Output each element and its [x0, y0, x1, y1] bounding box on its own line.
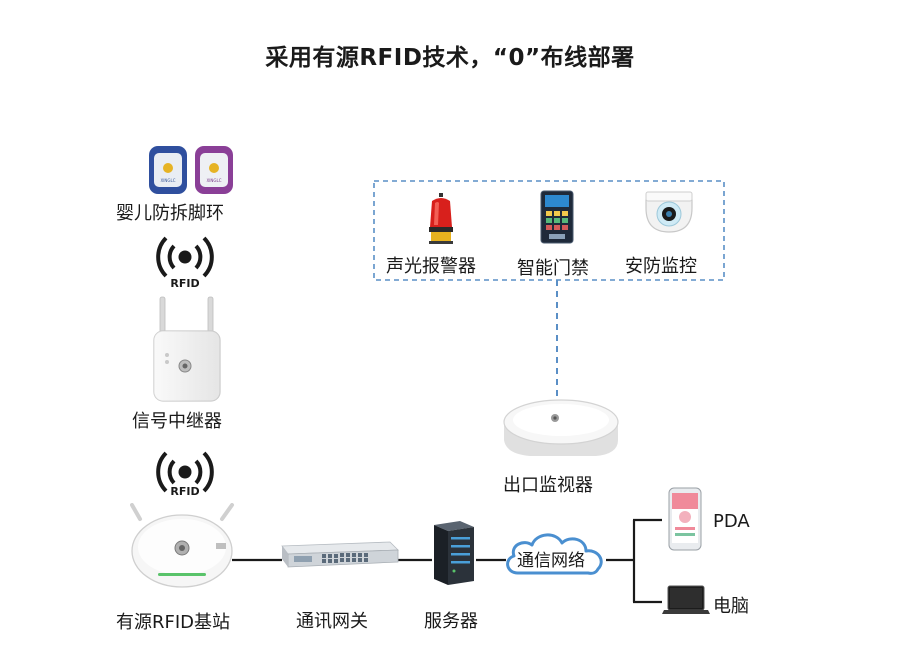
- baby-bracelet-image: XINGLC XINGLC: [145, 144, 241, 196]
- pda-label: PDA: [713, 511, 750, 532]
- peripheral-group-box: [373, 180, 725, 281]
- network-label: 通信网络: [517, 551, 585, 571]
- server-label: 服务器: [424, 611, 478, 632]
- rfid-base-station-image: [130, 503, 236, 589]
- server-image: [430, 519, 478, 587]
- computer-image: [662, 584, 710, 616]
- computer-label: 电脑: [713, 596, 749, 617]
- access-control-image: [540, 190, 574, 244]
- rfid-signal-icon: RFID: [152, 440, 218, 512]
- base-station-label: 有源RFID基站: [116, 612, 231, 633]
- cloud-icon: [500, 529, 610, 581]
- bracelet-label: 婴儿防拆脚环: [116, 203, 224, 224]
- camera-label: 安防监控: [625, 256, 697, 277]
- signal-repeater-image: [148, 295, 228, 405]
- repeater-label: 信号中继器: [132, 411, 222, 432]
- pda-image: [668, 487, 702, 551]
- rfid-signal-icon: RFID: [152, 225, 218, 297]
- gateway-image: [278, 540, 402, 570]
- bracelet-brand-right: XINGLC: [206, 178, 222, 183]
- rfid-text-2: RFID: [170, 485, 200, 498]
- exit-monitor-label: 出口监视器: [503, 475, 593, 496]
- alarm-label: 声光报警器: [386, 256, 476, 277]
- alarm-light-image: [426, 193, 456, 245]
- gateway-label: 通讯网关: [296, 611, 368, 632]
- access-label: 智能门禁: [517, 258, 589, 279]
- rfid-text-1: RFID: [170, 277, 200, 290]
- security-camera-image: [644, 186, 694, 236]
- page-title: 采用有源RFID技术，“0”布线部署: [265, 45, 635, 71]
- exit-monitor-image: [500, 396, 622, 460]
- bracelet-brand-left: XINGLC: [160, 178, 176, 183]
